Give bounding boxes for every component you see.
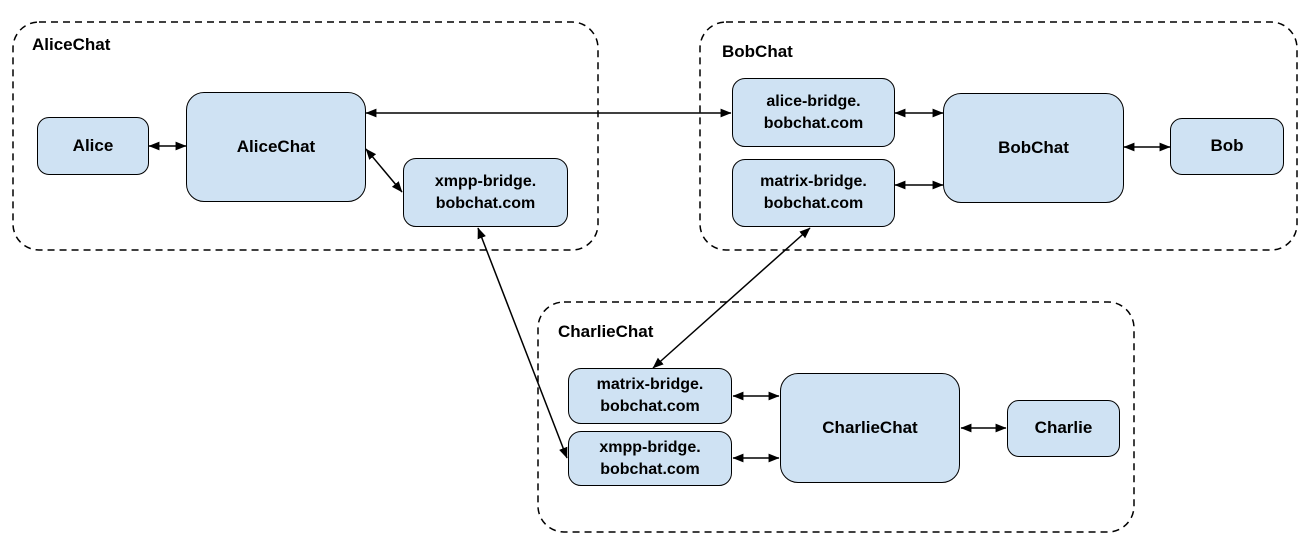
node-alicechat-server-label: AliceChat: [236, 136, 316, 156]
node-alice-bridge-bobchat-label: alice-bridge. bobchat.com: [763, 92, 864, 132]
node-charliechat-server: CharlieChat: [780, 373, 960, 483]
node-xmpp-bridge-charliechat: xmpp-bridge. bobchat.com: [568, 431, 732, 486]
node-xmpp-bridge-alicechat-label: xmpp-bridge. bobchat.com: [434, 172, 537, 212]
node-matrix-bridge-charliechat: matrix-bridge. bobchat.com: [568, 368, 732, 424]
node-bob-label: Bob: [1210, 136, 1244, 156]
node-bob: Bob: [1170, 118, 1284, 175]
node-alicechat-server: AliceChat: [186, 92, 366, 202]
node-alice-label: Alice: [72, 135, 114, 155]
node-alice-bridge-bobchat: alice-bridge. bobchat.com: [732, 78, 895, 147]
edge-alicechat_server-to-xmpp_bridge_alicechat: [365, 148, 403, 193]
node-charlie: Charlie: [1007, 400, 1120, 457]
node-bobchat-server-label: BobChat: [998, 137, 1069, 157]
node-charliechat-server-label: CharlieChat: [822, 417, 918, 437]
group-label-alicechat: AliceChat: [32, 35, 111, 54]
edge-matrix_bridge_bobchat-to-matrix_bridge_charliechat: [652, 227, 811, 369]
node-charlie-label: Charlie: [1034, 418, 1093, 438]
node-xmpp-bridge-charliechat-label: xmpp-bridge. bobchat.com: [599, 438, 701, 478]
node-alice: Alice: [37, 117, 149, 175]
node-matrix-bridge-charliechat-label: matrix-bridge. bobchat.com: [596, 376, 704, 415]
node-matrix-bridge-bobchat-label: matrix-bridge. bobchat.com: [760, 173, 867, 212]
node-bobchat-server: BobChat: [943, 93, 1124, 203]
node-xmpp-bridge-alicechat: xmpp-bridge. bobchat.com: [403, 158, 568, 227]
node-matrix-bridge-bobchat: matrix-bridge. bobchat.com: [732, 159, 895, 227]
edge-xmpp_bridge_alicechat-to-xmpp_bridge_charliechat: [477, 227, 568, 459]
group-label-charliechat: CharlieChat: [558, 322, 654, 341]
group-label-bobchat: BobChat: [722, 42, 793, 61]
